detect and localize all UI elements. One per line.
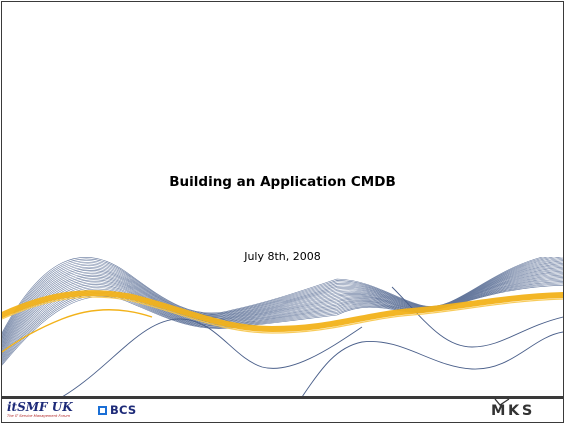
- slide-date: July 8th, 2008: [244, 250, 321, 263]
- slide-title: Building an Application CMDB: [169, 174, 396, 190]
- gold-thin-line: [2, 309, 153, 353]
- bcs-logo-text: BCS: [110, 403, 137, 417]
- mks-check-icon: [494, 398, 510, 406]
- mks-logo: MKS: [491, 398, 549, 420]
- wave-thin-curve: [61, 318, 363, 397]
- itsmf-logo-text: itSMF UK: [7, 400, 73, 414]
- wave-graphic: [2, 257, 563, 397]
- itsmf-logo-tagline: The IT Service Management Forum: [7, 414, 70, 418]
- footer-bar: itSMF UK The IT Service Management Forum…: [2, 396, 563, 422]
- gold-ribbon: [2, 290, 563, 333]
- itsmf-logo: itSMF UK The IT Service Management Forum: [7, 400, 87, 420]
- wave-line: [2, 269, 563, 350]
- wave-line: [2, 270, 563, 352]
- wave-thin-curve: [301, 331, 563, 397]
- bcs-logo: BCS: [98, 402, 136, 418]
- bcs-square-icon: [98, 405, 107, 415]
- mks-logo-text: MKS: [491, 403, 535, 419]
